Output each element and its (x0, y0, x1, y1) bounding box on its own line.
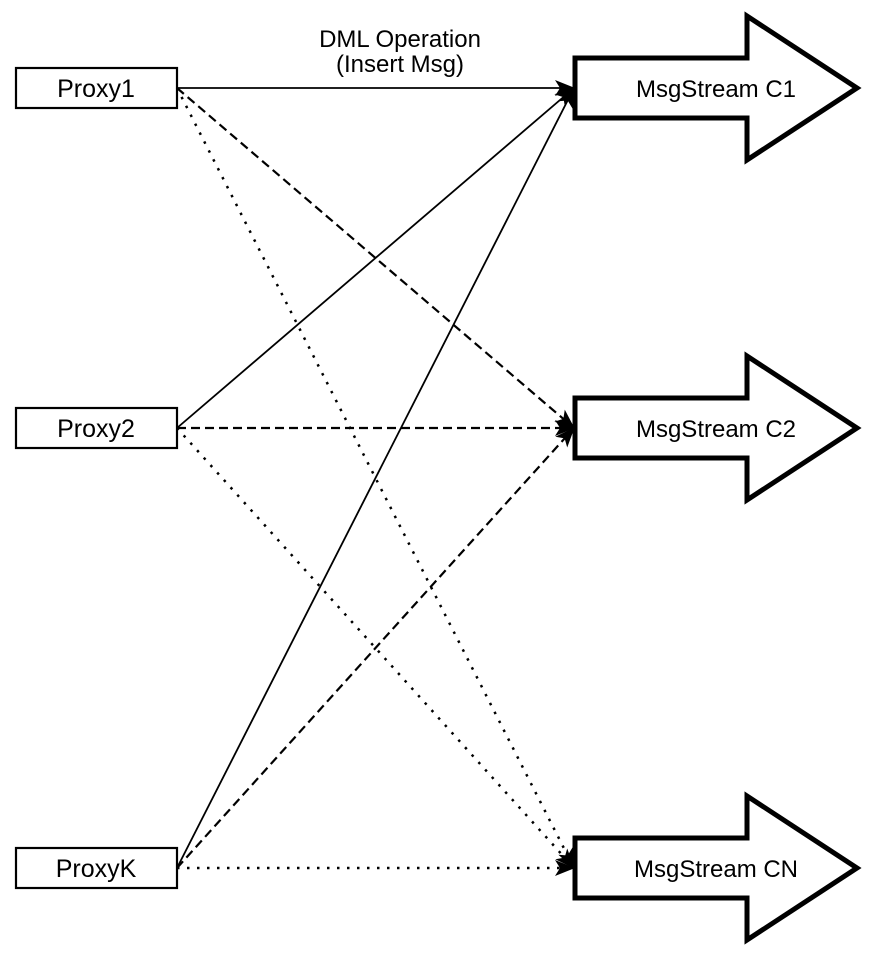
msgstream-cn-arrow-shape (572, 791, 862, 945)
proxyk-label: ProxyK (56, 855, 137, 883)
edges-layer (175, 80, 576, 876)
msgstream-c2-label: MsgStream C2 (636, 416, 796, 443)
edge-proxyk-c1-solid (176, 87, 575, 869)
dml-operation-annotation: DML Operation (Insert Msg) (319, 26, 481, 78)
edge-proxyk-c2-dashed (176, 427, 575, 869)
proxyk-node: ProxyK (14, 846, 179, 890)
proxyk-box (14, 846, 179, 890)
edge-proxy1-c2-dashed (176, 87, 575, 429)
edge-proxy2-c1-solid (176, 87, 575, 429)
proxy2-node: Proxy2 (14, 406, 179, 450)
proxy1-box (14, 66, 179, 110)
msgstream-cn-label: MsgStream CN (634, 856, 798, 883)
proxy2-box (14, 406, 179, 450)
msgstream-c1-arrow-shape (572, 11, 862, 165)
msgstream-c1-label: MsgStream C1 (636, 76, 796, 103)
proxy1-label: Proxy1 (57, 75, 135, 103)
msgstream-cn-node: MsgStream CN (572, 791, 862, 945)
msgstream-c2-node: MsgStream C2 (572, 351, 862, 505)
dml-operation-line1: DML Operation (319, 26, 481, 53)
msgstream-c1-node: MsgStream C1 (572, 11, 862, 165)
dml-operation-line2: (Insert Msg) (336, 51, 464, 78)
proxy2-label: Proxy2 (57, 415, 135, 443)
msgstream-c2-arrow-shape (572, 351, 862, 505)
proxy1-node: Proxy1 (14, 66, 179, 110)
